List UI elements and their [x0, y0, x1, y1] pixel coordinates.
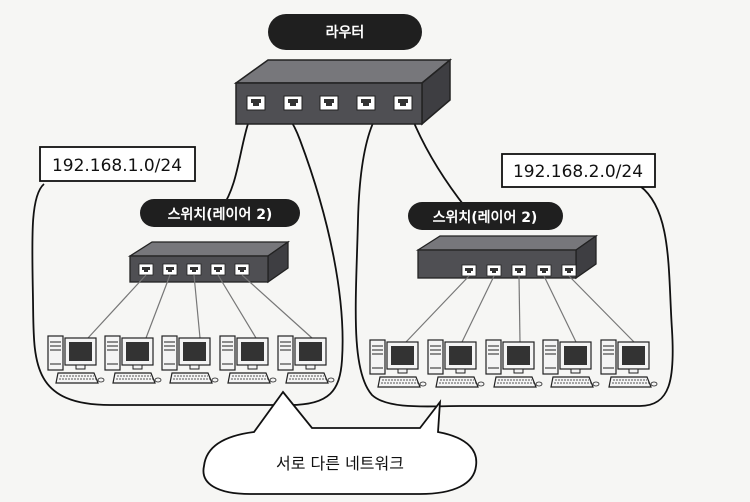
subnet-box-left: [39, 146, 196, 182]
router-label-pill: [268, 14, 422, 50]
router-label: 라우터: [326, 25, 365, 41]
computer-icon: [600, 339, 658, 388]
speech-bubble: [202, 390, 478, 495]
switch-right: [415, 234, 599, 280]
computer-icon: [277, 335, 335, 384]
computer-icon: [47, 335, 105, 384]
network-boundary-left: [31, 98, 344, 406]
computer-icon: [219, 335, 277, 384]
computer-icon: [104, 335, 162, 384]
computer-icon: [161, 335, 219, 384]
subnet-label-left: 192.168.1.0/24: [52, 156, 182, 176]
subnet-label-right: 192.168.2.0/24: [513, 162, 643, 182]
router-port-3: [319, 95, 339, 111]
computer-icon: [542, 339, 600, 388]
computer-icon: [427, 339, 485, 388]
switch-label-pill-left: [140, 199, 300, 227]
router: [233, 58, 453, 126]
router-port-1: [246, 95, 266, 111]
bubble-text: 서로 다른 네트워크: [276, 454, 404, 473]
switch-label-left: 스위치(레이어 2): [168, 206, 273, 223]
cables-right: [405, 275, 635, 343]
computer-icon: [485, 339, 543, 388]
network-boundary-right: [354, 98, 674, 408]
router-port-2: [283, 95, 303, 111]
cables-left: [87, 274, 313, 339]
switch-left: [127, 240, 291, 284]
switch-label-right: 스위치(레이어 2): [433, 209, 538, 226]
subnet-box-right: [501, 153, 656, 188]
switch-label-pill-right: [408, 202, 563, 230]
router-port-4: [356, 95, 376, 111]
computer-icon: [369, 339, 427, 388]
router-port-5: [393, 95, 413, 111]
